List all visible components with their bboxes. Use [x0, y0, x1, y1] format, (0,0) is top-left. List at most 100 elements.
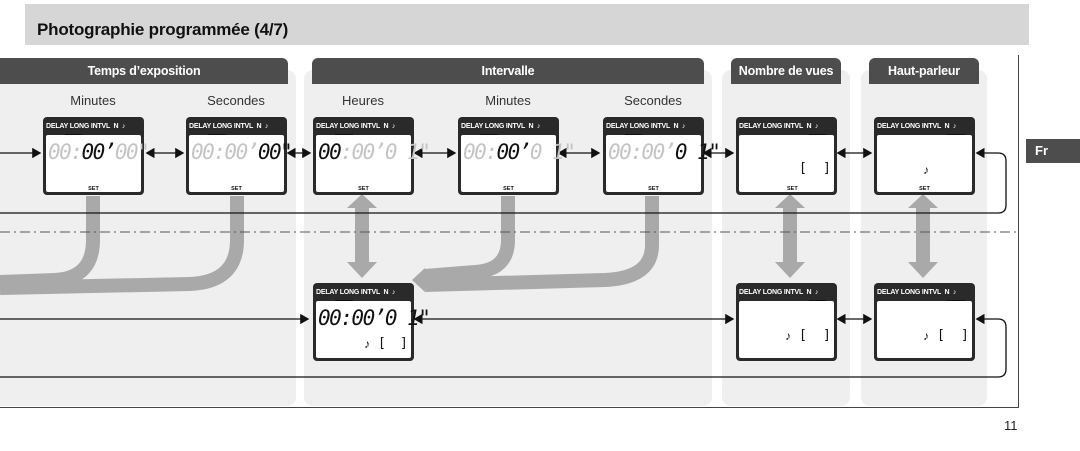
- frame-bracket-right: ]: [961, 328, 969, 343]
- lcd-readout: 00:00’0 1": [463, 140, 576, 164]
- lcd-exposure-seconds: DELAY LONG INTVL N ♪ 00:00’00" SET: [186, 117, 293, 195]
- lcd-speaker-lower: DELAY LONG INTVL N ♪ ♪ [ ]: [874, 283, 975, 361]
- readout-active: 0 1: [674, 140, 710, 164]
- readout-dim: 00:: [48, 140, 83, 164]
- set-label: SET: [88, 186, 99, 192]
- speaker-note-icon: ♪: [814, 123, 819, 130]
- lcd-interval-seconds: DELAY LONG INTVL N ♪ 00:00’0 1" SET: [603, 117, 721, 195]
- page-frame: [0, 55, 1019, 408]
- readout-active: 00: [81, 140, 105, 164]
- lcd-mode: N: [528, 123, 534, 130]
- header-frame-count: Nombre de vues: [731, 58, 841, 84]
- header-speaker: Haut-parleur: [869, 58, 979, 84]
- lcd-screen: ♪ [ ]: [739, 301, 834, 358]
- readout-sep: ": [280, 140, 293, 164]
- speaker-note-icon: ♪: [923, 163, 929, 177]
- readout-dim: 00": [114, 140, 150, 164]
- frame-bracket-left: [: [937, 328, 945, 343]
- lcd-top-text: DELAY LONG INTVL: [461, 123, 525, 130]
- lcd-mode: N: [113, 123, 119, 130]
- lcd-readout: 00:00’00": [48, 140, 150, 164]
- sub-interval-hours: Heures: [342, 93, 384, 108]
- lcd-exposure-minutes: DELAY LONG INTVL N ♪ 00:00’00" SET: [43, 117, 150, 195]
- lcd-top-text: DELAY LONG INTVL: [739, 289, 803, 296]
- set-label: SET: [787, 186, 798, 192]
- lcd-readout: 00:00’0 1": [318, 306, 431, 330]
- speaker-note-icon: ♪: [364, 337, 370, 351]
- readout-active: 00: [318, 140, 342, 164]
- speaker-note-icon: ♪: [814, 289, 819, 296]
- speaker-note-icon: ♪: [785, 329, 791, 343]
- speaker-note-icon: ♪: [121, 123, 126, 130]
- lcd-mode: N: [383, 289, 389, 296]
- header-exposure-time: Temps d’exposition: [0, 58, 288, 84]
- lcd-interval-minutes: DELAY LONG INTVL N ♪ 00:00’0 1" SET: [458, 117, 576, 195]
- lcd-top-text: DELAY LONG INTVL: [606, 123, 670, 130]
- speaker-note-icon: ♪: [923, 329, 929, 343]
- page-title: Photographie programmée (4/7): [37, 20, 289, 39]
- lcd-screen: [ ] SET: [739, 135, 834, 192]
- lcd-mode: N: [673, 123, 679, 130]
- frame-bracket-left: [: [799, 161, 807, 176]
- readout-sep: ’: [518, 140, 532, 164]
- readout-active: 00:00’0 1": [318, 306, 431, 330]
- set-label: SET: [919, 186, 930, 192]
- set-label: SET: [231, 186, 242, 192]
- readout-sep: ": [708, 140, 721, 164]
- lcd-mode: N: [806, 123, 812, 130]
- title-band: Photographie programmée (4/7): [25, 4, 1029, 45]
- lcd-top-text: DELAY LONG INTVL: [877, 289, 941, 296]
- frame-bracket-right: ]: [823, 328, 831, 343]
- speaker-note-icon: ♪: [681, 123, 686, 130]
- lcd-top-text: DELAY LONG INTVL: [316, 123, 380, 130]
- set-label: SET: [503, 186, 514, 192]
- readout-active: 00: [257, 140, 282, 164]
- speaker-note-icon: ♪: [536, 123, 541, 130]
- set-label: SET: [358, 186, 369, 192]
- lcd-screen: 00:00’00" SET: [46, 135, 150, 192]
- readout-dim: :00’0 1": [340, 140, 431, 164]
- readout-dim: 0 1": [529, 140, 576, 164]
- frame-bracket-left: [: [378, 336, 386, 351]
- lcd-top-text: DELAY LONG INTVL: [189, 123, 253, 130]
- speaker-note-icon: ♪: [952, 289, 957, 296]
- set-label: SET: [648, 186, 659, 192]
- lcd-mode: N: [806, 289, 812, 296]
- lcd-frame-count-lower: DELAY LONG INTVL N ♪ ♪ [ ]: [736, 283, 837, 361]
- speaker-note-icon: ♪: [952, 123, 957, 130]
- sub-interval-seconds: Secondes: [624, 93, 682, 108]
- header-interval: Intervalle: [312, 58, 704, 84]
- speaker-note-icon: ♪: [391, 289, 396, 296]
- lcd-speaker: DELAY LONG INTVL N ♪ ♪ SET: [874, 117, 975, 195]
- lcd-readout: 00:00’0 1": [318, 140, 431, 164]
- lcd-mode: N: [256, 123, 262, 130]
- lcd-mode: N: [944, 289, 950, 296]
- lcd-screen: 00:00’0 1" SET: [316, 135, 431, 192]
- lcd-top-text: DELAY LONG INTVL: [877, 123, 941, 130]
- lcd-readout: 00:00’0 1": [608, 140, 721, 164]
- lcd-mode: N: [944, 123, 950, 130]
- readout-sep: ’: [103, 140, 117, 164]
- speaker-note-icon: ♪: [264, 123, 269, 130]
- lcd-readout: 00:00’00": [191, 140, 293, 164]
- speaker-note-icon: ♪: [391, 123, 396, 130]
- lcd-top-text: DELAY LONG INTVL: [316, 289, 380, 296]
- lcd-screen: 00:00’0 1" SET: [461, 135, 576, 192]
- lcd-interval-hours: DELAY LONG INTVL N ♪ 00:00’0 1" SET: [313, 117, 431, 195]
- lcd-screen: 00:00’0 1" ♪ [ ]: [316, 301, 431, 358]
- lcd-screen: ♪ [ ]: [877, 301, 972, 358]
- readout-active: 00: [496, 140, 520, 164]
- readout-dim: 00:: [463, 140, 498, 164]
- lcd-mode: N: [383, 123, 389, 130]
- lcd-frame-count: DELAY LONG INTVL N ♪ [ ] SET: [736, 117, 837, 195]
- frame-bracket-right: ]: [823, 161, 831, 176]
- lcd-screen: 00:00’0 1" SET: [606, 135, 721, 192]
- lcd-screen: ♪ SET: [877, 135, 972, 192]
- lcd-screen: 00:00’00" SET: [189, 135, 293, 192]
- readout-dim: 00:00’: [608, 140, 676, 164]
- page-number: 11: [1004, 418, 1018, 433]
- readout-dim: 00:00’: [191, 140, 259, 164]
- lcd-top-text: DELAY LONG INTVL: [46, 123, 110, 130]
- sub-exposure-minutes: Minutes: [70, 93, 116, 108]
